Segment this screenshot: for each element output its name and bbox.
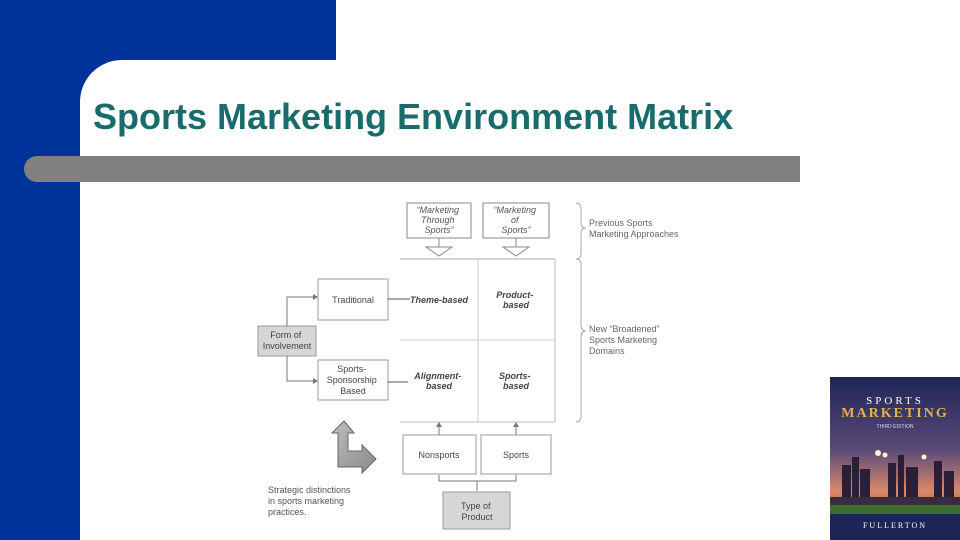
sports-sponsorship-box [317,359,389,401]
form-to-traditional-arrow [286,294,318,326]
diagram-caption: Strategic distinctions in sports marketi… [268,485,353,517]
form-of-involvement-box [257,325,317,357]
marketing-through-sports-label: “Marketing Through Sports” [416,205,461,235]
matrix-svg: “Marketing Through Sports” “Marketing of… [257,202,679,530]
nonsports-label: Nonsports [418,450,460,460]
alignment-based-cell: Alignment- based [413,371,464,391]
traditional-box [317,278,389,321]
broadened-domains-brace [575,258,587,423]
nonsports-box [402,434,477,475]
slide-title: Sports Marketing Environment Matrix [93,96,734,137]
arrow-of-down [501,238,531,257]
sports-up-arrow [513,422,519,435]
sports-sponsorship-label: Sports- Sponsorship Based [327,364,380,396]
form-of-involvement-label: Form of Involvement [263,330,312,351]
book-title-sports: SPORTS [866,395,924,407]
theme-based-cell: Theme-based [410,295,469,305]
product-based-cell: Product- based [496,290,536,310]
broadened-domains-label: New “Broadened” Sports Marketing Domains [589,324,662,356]
sports-based-cell: Sports- based [499,371,533,391]
matrix-grid [400,258,556,423]
previous-approaches-label: Previous Sports Marketing Approaches [589,218,679,239]
book-edition: THIRD EDITION [876,424,914,430]
strategic-distinction-arrow [330,420,377,475]
book-title-marketing: MARKETING [841,406,949,421]
title-underline-bar [24,156,800,182]
stadium-lights [875,450,927,460]
type-of-product-label: Type of Product [461,501,493,522]
type-to-nonsports-connector [438,475,478,491]
marketing-of-sports-box [482,202,550,239]
type-of-product-box [442,491,511,530]
sports-product-label: Sports [503,450,530,460]
book-author: FULLERTON [862,521,928,530]
marketing-of-sports-label: “Marketing of Sports” [493,205,538,235]
traditional-label: Traditional [332,295,374,305]
type-to-sports-connector [477,475,517,482]
book-cover-art [830,377,960,540]
city-skyline [842,455,954,505]
sports-product-box [480,434,552,475]
previous-approaches-brace [575,202,587,260]
form-to-sponsorship-arrow [286,356,318,384]
nonsports-up-arrow [436,422,442,435]
environment-matrix-diagram: “Marketing Through Sports” “Marketing of… [250,195,700,540]
arrow-through-down [424,238,454,257]
book-cover-image: SPORTS MARKETING THIRD EDITION FULLERTON [830,377,960,540]
